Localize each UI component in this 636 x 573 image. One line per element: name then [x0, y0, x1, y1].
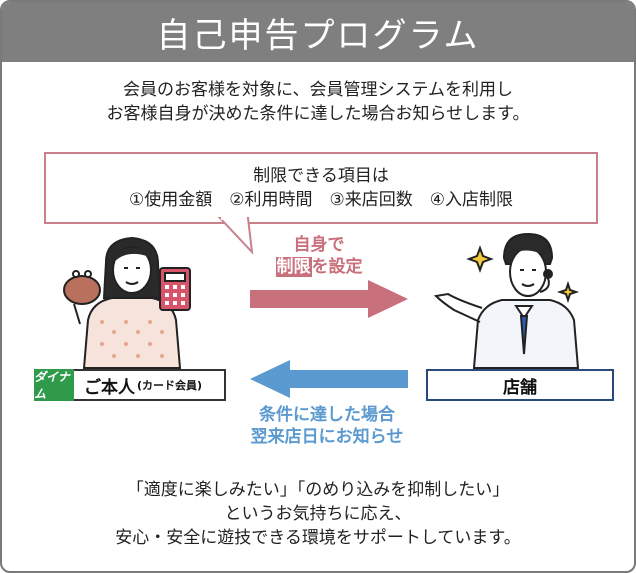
notify-line-1: 条件に達した場合 [259, 405, 395, 425]
customer-label-sub: (カード会員) [137, 379, 203, 392]
customer-label: ご本人 (カード会員) [84, 371, 202, 399]
bubble-line-1: 制限できる項目は [253, 166, 389, 186]
customer-figure-icon [63, 236, 191, 369]
outro-line-3: 安心・安全に遊技できる環境をサポートしています。 [115, 528, 521, 548]
outro-text: 「適度に楽しみたい」「のめり込みを抑制したい」 というお気持ちに応え、 安心・安… [2, 478, 634, 550]
limit-highlight: 制限 [275, 257, 312, 277]
outro-line-1: 「適度に楽しみたい」「のめり込みを抑制したい」 [126, 480, 510, 500]
customer-label-main: ご本人 [84, 377, 135, 398]
bubble-tail [217, 216, 254, 255]
arrow-left-blue [250, 360, 408, 398]
arrow-right-pink [250, 280, 408, 318]
bubble-line-2: ①使用金額 ②利用時間 ③来店回数 ④入店制限 [129, 190, 513, 210]
set-own-limit-rest: を設定 [311, 257, 363, 277]
set-own-limit-label: 自身で 制限を設定 [244, 234, 394, 278]
store-box: 店舗 [426, 369, 614, 401]
notify-line-2: 翌来店日にお知らせ [250, 427, 404, 447]
intro-line-2: お客様自身が決めた条件に達した場合お知らせします。 [106, 104, 530, 124]
staff-figure-icon [433, 232, 580, 369]
page-title: 自己申告プログラム [2, 2, 634, 62]
intro-line-1: 会員のお客様を対象に、会員管理システムを利用し [123, 80, 513, 100]
intro-text: 会員のお客様を対象に、会員管理システムを利用し お客様自身が決めた条件に達した場… [2, 78, 634, 126]
notify-label: 条件に達した場合 翌来店日にお知らせ [222, 404, 432, 448]
speech-bubble: 制限できる項目は ①使用金額 ②利用時間 ③来店回数 ④入店制限 [44, 152, 598, 224]
dynam-logo: ダイナム [34, 369, 74, 401]
set-own-limit-line-1: 自身で [293, 235, 345, 255]
set-own-limit-line-2: 制限を設定 [244, 256, 394, 278]
customer-box: ダイナム ご本人 (カード会員) [34, 369, 226, 401]
outro-line-2: というお気持ちに応え、 [224, 504, 412, 524]
